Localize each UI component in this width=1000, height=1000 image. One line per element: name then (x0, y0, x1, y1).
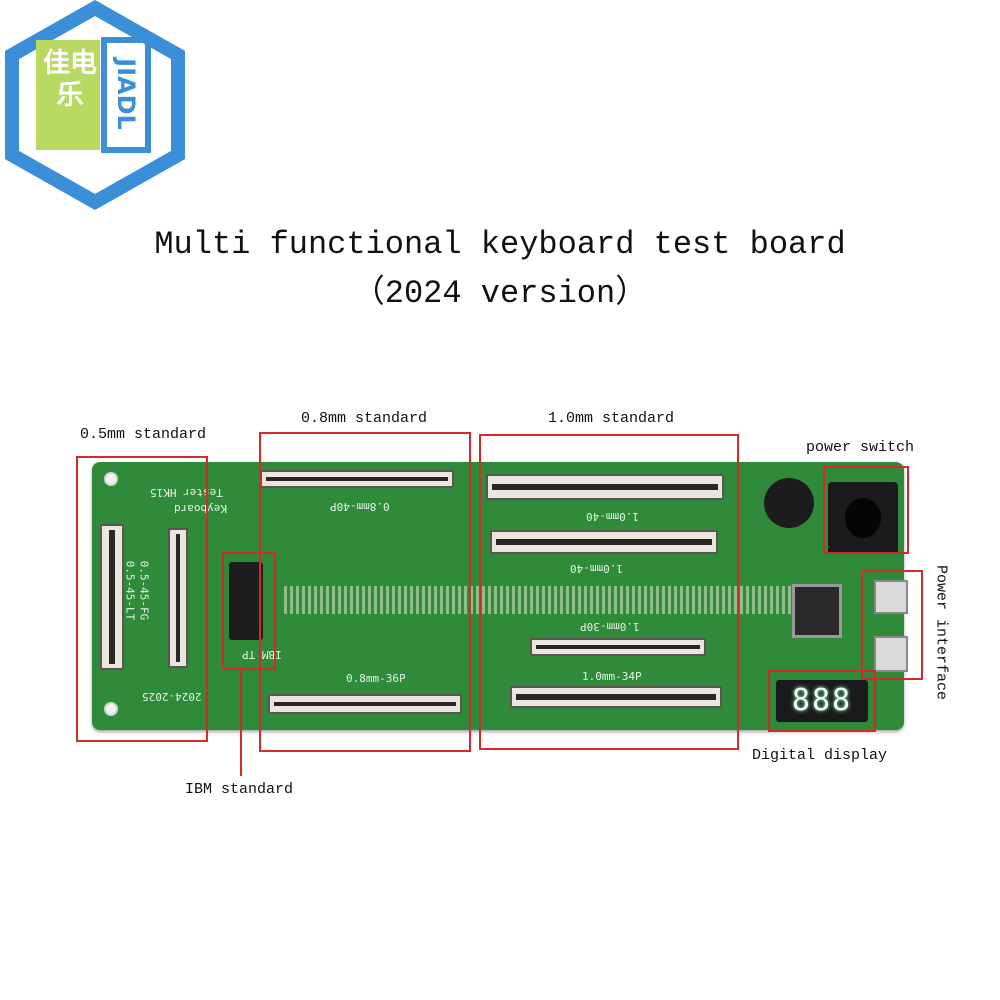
ibm-leader-line (240, 670, 242, 776)
box-08mm (259, 432, 471, 752)
box-power-interface (861, 570, 923, 680)
power-switch-button[interactable] (828, 482, 898, 554)
logo-english-text: JIADL (112, 58, 140, 130)
label-digital-display: Digital display (752, 747, 888, 764)
silk-10-34p: 1.0mm-34P (582, 670, 642, 683)
connector-10-40-top (486, 474, 724, 500)
page-subtitle: （2024 version） (352, 275, 648, 312)
label-08mm: 0.8mm standard (301, 410, 428, 427)
mcu-chip (792, 584, 842, 638)
page-title: Multi functional keyboard test board (154, 226, 846, 263)
power-switch-cap (845, 498, 881, 538)
ibm-connector (229, 562, 263, 640)
silk-08-36p: 0.8mm-36P (346, 672, 406, 685)
logo-hexagon-icon (5, 0, 185, 211)
buzzer (764, 478, 814, 528)
connector-08-36p (268, 694, 462, 714)
label-10mm: 1.0mm standard (548, 410, 675, 427)
mount-hole (104, 472, 118, 486)
mount-hole (104, 702, 118, 716)
logo-chinese-text: 佳电乐 (43, 48, 97, 111)
label-power-switch: power switch (806, 439, 915, 456)
connector-10-40-mid (490, 530, 718, 554)
usb-port-bottom[interactable] (874, 636, 908, 672)
trace-pads (284, 586, 800, 614)
digital-display: 888 (776, 680, 868, 722)
label-ibm: IBM standard (185, 781, 294, 798)
box-05mm (76, 456, 208, 742)
connector-05-left (100, 524, 124, 670)
display-digits: 888 (791, 683, 853, 718)
connector-08-40p (260, 470, 454, 488)
connector-05-right (168, 528, 188, 668)
box-power-switch (823, 466, 909, 554)
label-05mm: 0.5mm standard (80, 426, 207, 443)
connector-10-30p (530, 638, 706, 656)
brand-logo: 佳电乐 JIADL (0, 0, 190, 211)
box-ibm (222, 552, 276, 670)
box-10mm (479, 434, 739, 750)
box-digital-display (768, 670, 876, 732)
label-power-interface: Power interface (932, 564, 950, 701)
connector-10-34p (510, 686, 722, 708)
usb-port-top[interactable] (874, 580, 908, 614)
